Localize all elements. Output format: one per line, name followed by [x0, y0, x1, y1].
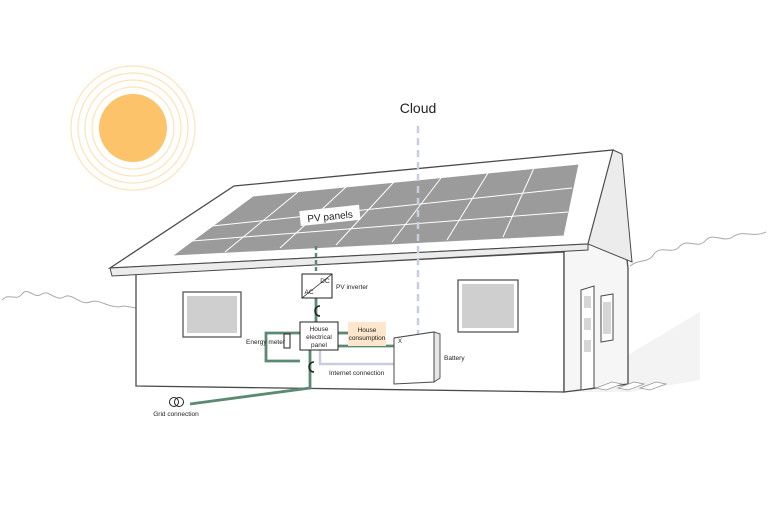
- cloud-label: Cloud: [400, 100, 437, 116]
- house-electrical-panel: House electrical panel: [299, 321, 339, 351]
- side-door: [580, 285, 614, 391]
- bush-left: [1, 290, 137, 309]
- consumption-text-line1: House: [358, 327, 377, 334]
- current-clamp-icon: [314, 305, 321, 317]
- inverter-dc-text: DC: [320, 278, 330, 285]
- sun-icon: [70, 65, 196, 191]
- pv-panels-label: PV panels: [299, 204, 361, 226]
- battery-label: Battery: [444, 355, 465, 362]
- window-right: [457, 279, 519, 333]
- panel-text-line1: House: [310, 326, 329, 333]
- house-consumption: House consumption: [348, 322, 386, 346]
- bush-right: [629, 231, 767, 267]
- pv-inverter: DC AC: [301, 273, 333, 299]
- grid-connection-label: Grid connection: [153, 411, 199, 418]
- energy-meter-label: Energy meter: [246, 339, 286, 346]
- pv-inverter-label: PV inverter: [336, 284, 369, 291]
- internet-connection-line: [318, 350, 394, 366]
- grid-transformer-icon: [169, 397, 184, 407]
- stepping-stones: [594, 381, 668, 391]
- battery: X: [393, 331, 441, 385]
- pv-panels-text: PV panels: [307, 210, 353, 226]
- roof-edge: [109, 243, 589, 277]
- current-clamp-icon: [308, 361, 315, 373]
- window-left: [182, 291, 242, 338]
- energy-meter: [283, 333, 291, 349]
- inverter-ac-text: AC: [304, 289, 313, 296]
- consumption-text-line2: consumption: [349, 335, 386, 342]
- panel-text-line2: electrical: [306, 334, 332, 341]
- internet-connection-label: Internet connection: [329, 370, 385, 377]
- battery-mark: X: [398, 339, 402, 345]
- roof-gable-edge: [587, 149, 633, 263]
- panel-text-line3: panel: [311, 342, 327, 349]
